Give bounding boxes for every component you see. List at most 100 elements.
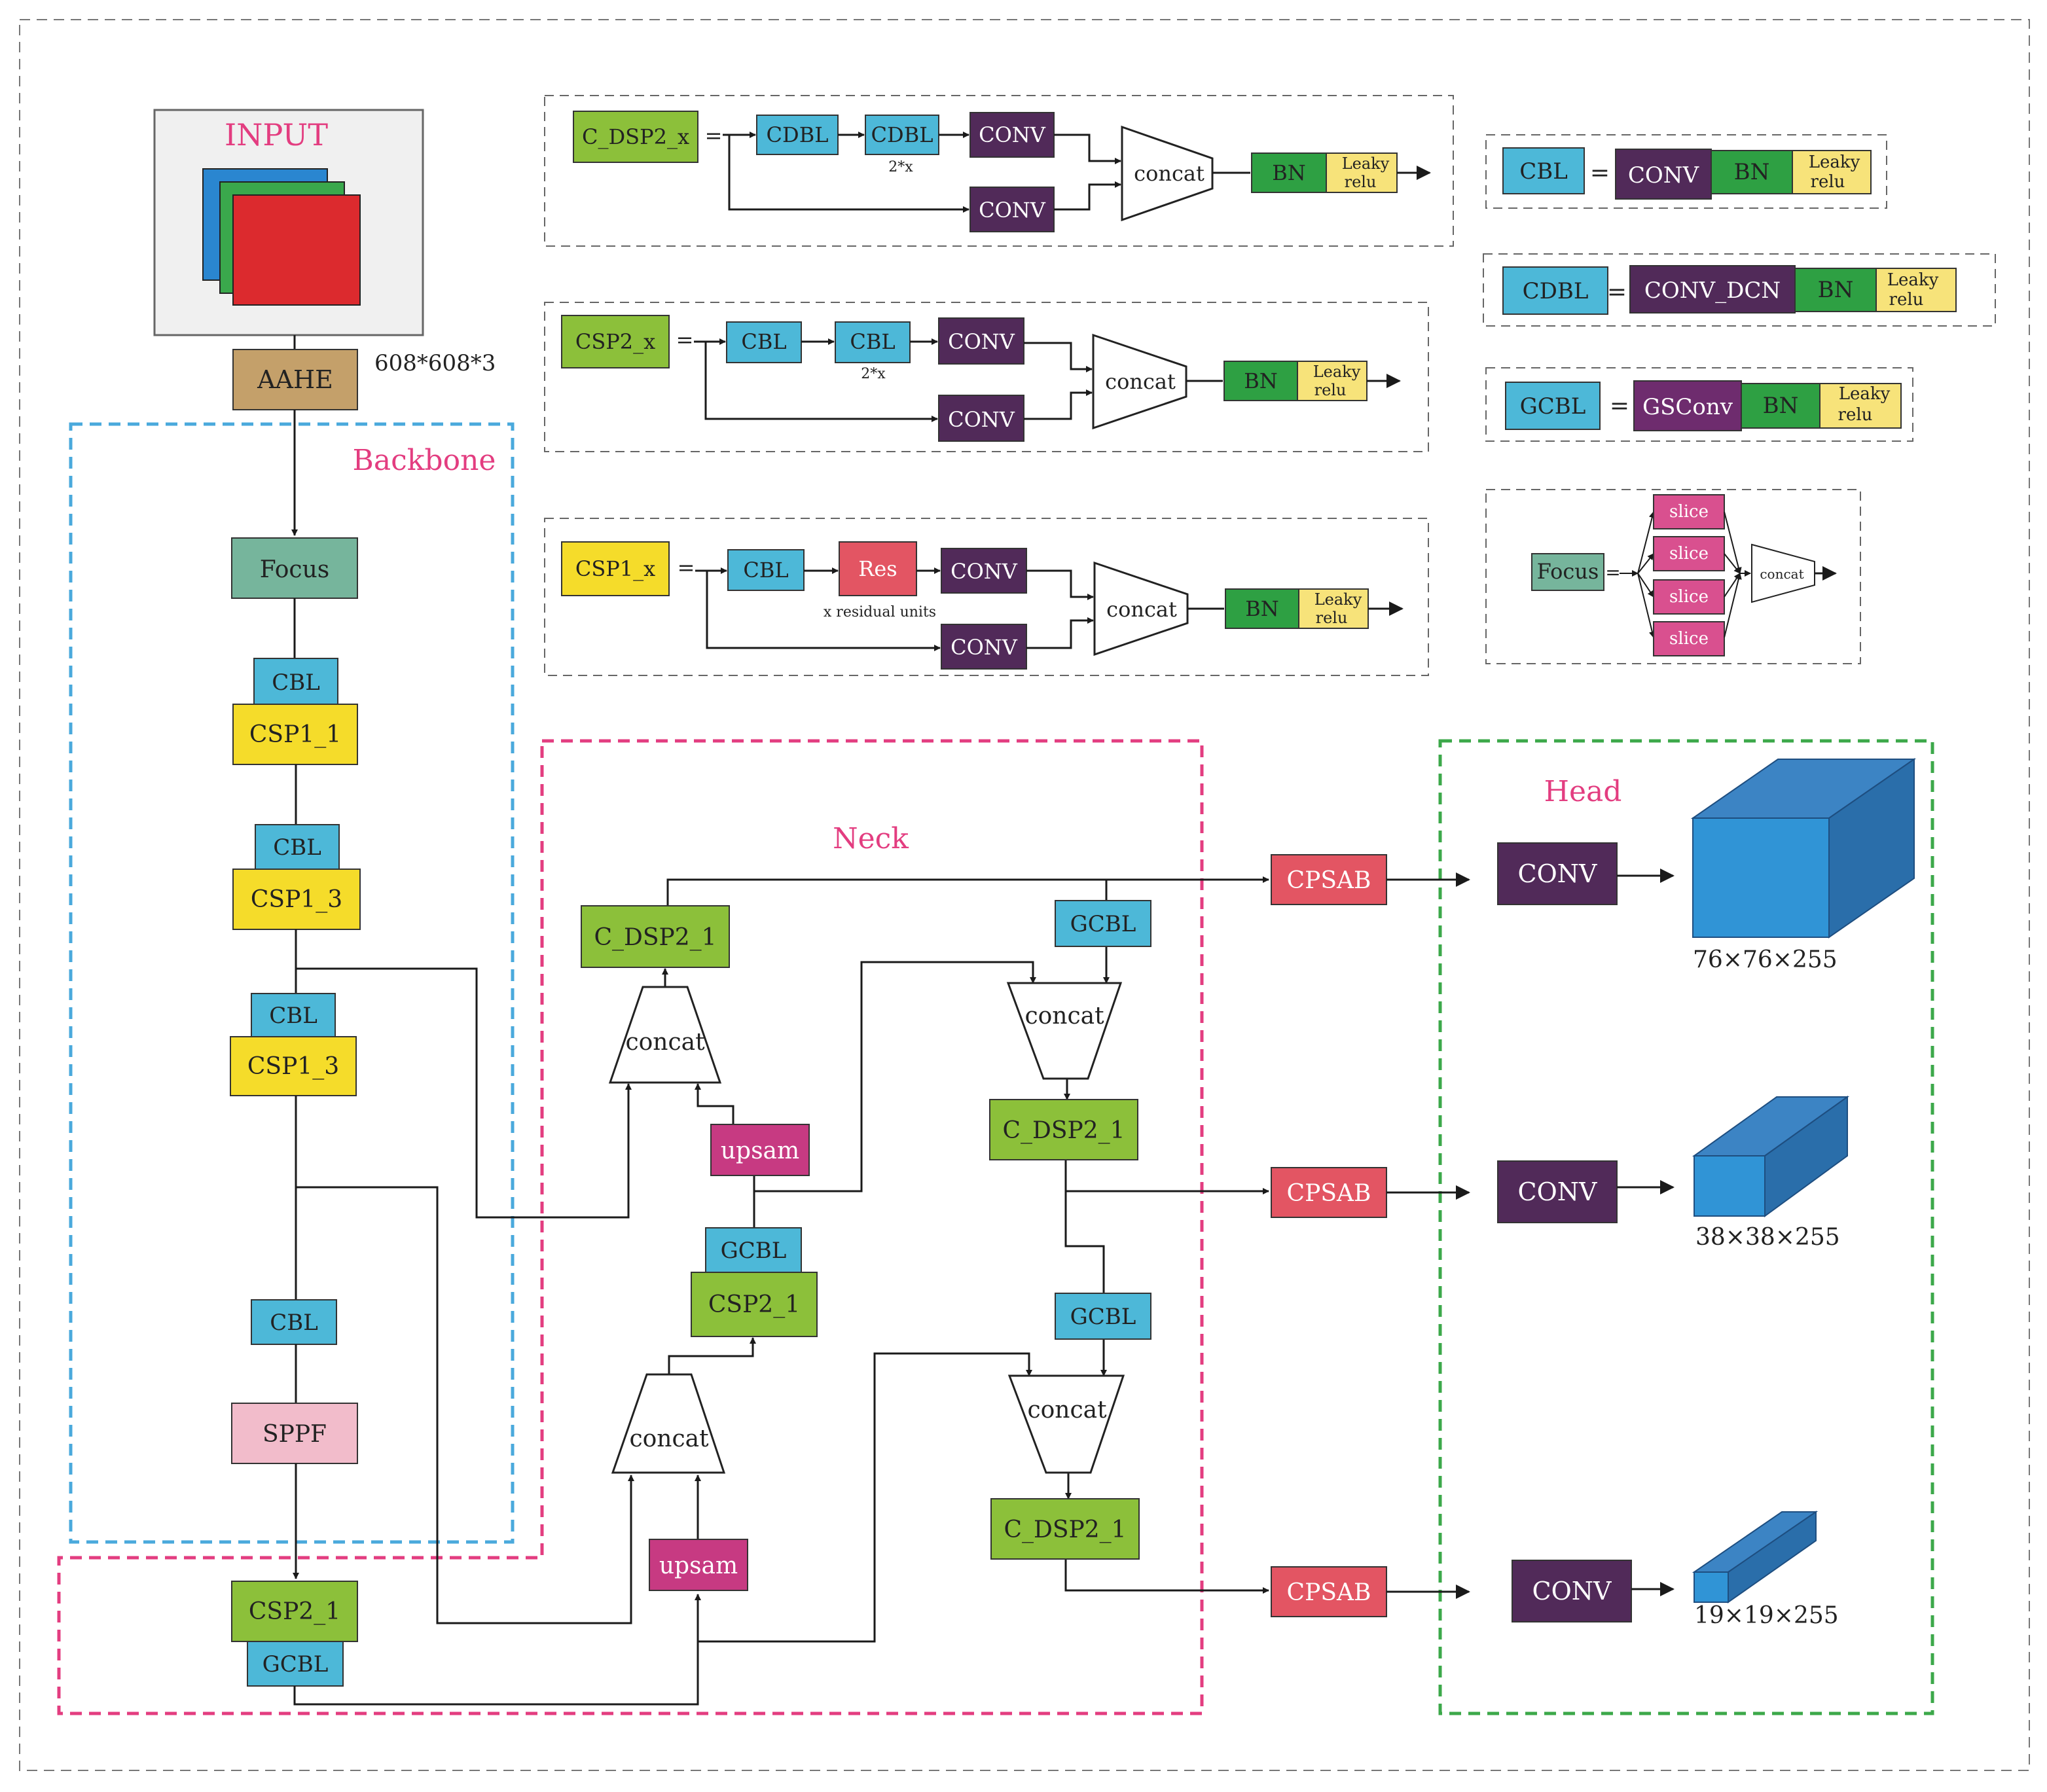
neck-gcbl-r2 (1055, 1293, 1151, 1340)
legend-focus-slice2 (1653, 536, 1725, 571)
input-channel-red (232, 194, 361, 306)
bb-csp2-1 (231, 1581, 358, 1642)
outer-frame (19, 19, 2030, 1771)
legend-csp2-b2 (835, 321, 911, 363)
neck-cdsp-r1 (989, 1099, 1138, 1160)
legend-csp1-conv1-label: CONV (951, 559, 1018, 584)
edge-cdsptop-cpsab1 (666, 876, 1269, 906)
legend-focus-f4 (1637, 573, 1656, 638)
legend-csp1-act2: relu (1316, 609, 1348, 627)
legend-csp2-e4 (704, 342, 938, 422)
legend-gcbl-conv (1633, 380, 1742, 431)
legend-csp2-act (1297, 361, 1368, 401)
neck-cpsab3-label: CPSAB (1287, 1579, 1371, 1606)
legend-cbl-name: CBL (1519, 158, 1568, 185)
bb-cbl3-label: CBL (269, 1003, 317, 1029)
legend-csp1-conv1 (941, 548, 1027, 594)
legend-csp2-rep: 2*x (861, 366, 886, 382)
legend-focus-concat (1751, 543, 1815, 603)
legend-gcbl-bn (1741, 383, 1821, 429)
legend-csp2-eq: = (676, 327, 694, 352)
cube2-front (1694, 1155, 1766, 1217)
legend-csp2-b1 (726, 321, 802, 363)
neck-upsam2 (649, 1539, 748, 1591)
head-conv1-label: CONV (1518, 859, 1597, 888)
bb-csp1-1-label: CSP1_1 (249, 721, 341, 748)
legend-csp1-act1: Leaky (1314, 590, 1362, 609)
neck-concat-r1 (1006, 982, 1123, 1080)
bb-cbl1 (253, 658, 338, 705)
legend-cdsp-bn-label: BN (1272, 160, 1306, 185)
legend-cdsp-act (1326, 152, 1398, 193)
legend-cdsp-e5 (1054, 134, 1121, 164)
edge-upsam2-concatr2 (698, 1352, 1032, 1643)
legend-cbl-frame (1485, 134, 1887, 209)
legend-csp2-act1: Leaky (1313, 363, 1361, 381)
legend-focus-f3 (1637, 573, 1654, 598)
legend-csp1-eq: = (678, 555, 695, 580)
bb-gcbl (247, 1641, 344, 1687)
legend-cdsp-name-box (573, 111, 698, 163)
legend-focus-concat-label: concat (1760, 566, 1803, 582)
bb-csp1-3b (230, 1036, 357, 1096)
legend-gcbl-act (1819, 383, 1902, 429)
legend-cdsp-b2 (865, 115, 939, 155)
neck-concat-r1-label: concat (1024, 1003, 1104, 1030)
legend-cdsp-b1 (756, 115, 839, 155)
legend-focus-slice3-label: slice (1669, 587, 1709, 607)
neck-gcbl-r1 (1055, 900, 1151, 947)
edge-csp13b-concat2 (296, 1186, 634, 1624)
legend-cdsp-e6 (1054, 181, 1121, 211)
legend-focus-g4 (1724, 573, 1742, 638)
edge-csp13a-concat1 (296, 967, 632, 1219)
bb-focus (231, 537, 358, 599)
neck-cpsab3 (1271, 1566, 1387, 1617)
bb-gcbl-label: GCBL (263, 1651, 329, 1677)
head-label: Head (1544, 775, 1622, 808)
bb-csp1-1 (232, 704, 358, 765)
legend-cbl-conv-label: CONV (1628, 162, 1700, 188)
legend-csp2-b1-label: CBL (741, 329, 786, 354)
legend-csp1-name-box (561, 541, 670, 596)
bb-csp2-1-label: CSP2_1 (249, 1598, 340, 1625)
legend-csp2-name-box (561, 315, 670, 368)
legend-csp1-bn-label: BN (1245, 596, 1279, 621)
legend-focus-slice3 (1653, 579, 1725, 615)
legend-csp2-name: CSP2_x (575, 329, 655, 354)
legend-cdsp-conv1 (969, 112, 1055, 158)
neck-cpsab2 (1271, 1167, 1387, 1218)
neck-concat-r2 (1007, 1374, 1125, 1474)
edge-cdspr2-cpsab3 (1064, 1559, 1269, 1594)
head-region (1438, 739, 1934, 1715)
legend-csp1-e6 (1026, 617, 1094, 649)
bb-csp1-3a-label: CSP1_3 (251, 886, 342, 913)
neck-upsam2-label: upsam (659, 1552, 738, 1579)
legend-cdsp-e4 (728, 135, 969, 213)
legend-cdsp-eq: = (705, 123, 723, 148)
neck-cpsab1-label: CPSAB (1287, 867, 1371, 894)
neck-label: Neck (833, 822, 909, 855)
legend-focus-name: Focus (1537, 559, 1599, 584)
legend-csp1-e5 (1026, 569, 1094, 600)
legend-cdbl-bn-label: BN (1818, 277, 1854, 303)
legend-cbl-name-box (1502, 147, 1585, 194)
legend-cdsp-frame (544, 95, 1454, 247)
legend-cdbl-frame (1483, 253, 1996, 327)
legend-csp1-conv2 (941, 624, 1027, 670)
legend-cdbl-act (1875, 268, 1957, 312)
bb-cbl4 (251, 1299, 337, 1345)
head-conv3 (1512, 1560, 1632, 1622)
neck-concat-r2-label: concat (1027, 1397, 1107, 1424)
legend-cdsp-conv1-label: CONV (979, 122, 1046, 147)
edge-upsam1-concat1 (695, 1083, 734, 1124)
legend-cdbl-name-box (1502, 266, 1608, 315)
legend-focus-g2 (1724, 553, 1741, 574)
legend-focus-slice4 (1653, 621, 1725, 656)
neck-concat2-label: concat (629, 1425, 709, 1452)
head-out3: 19×19×255 (1694, 1602, 1839, 1629)
legend-focus-slice2-label: slice (1669, 544, 1709, 564)
neck-cdsp-r2-label: C_DSP2_1 (1004, 1516, 1126, 1543)
edge-cdspr1-cpsab2 (1064, 1160, 1269, 1194)
legend-focus-name-box (1531, 553, 1604, 591)
